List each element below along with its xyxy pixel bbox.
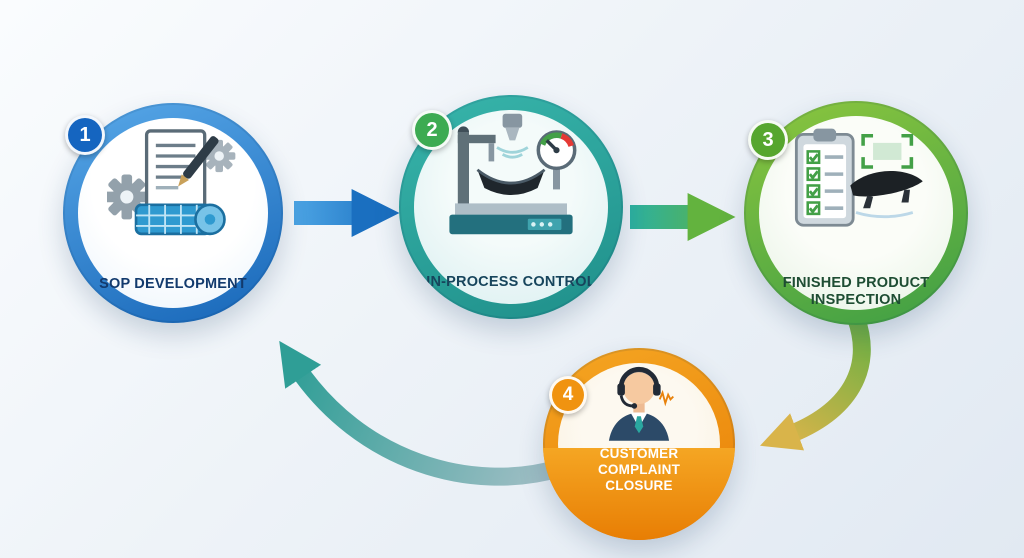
document-pen-gears-blueprint-icon <box>107 129 236 236</box>
pen-icon <box>178 136 219 187</box>
support-agent-headset-icon <box>608 366 674 441</box>
step-number: 3 <box>762 128 774 151</box>
waveform-icon <box>658 389 674 407</box>
step-number: 4 <box>562 384 574 405</box>
step-number-badge: 4 <box>549 376 587 414</box>
step-label: FINISHED PRODUCT INSPECTION <box>782 274 930 308</box>
checklist-spoiler-scan-icon <box>794 128 923 227</box>
spindle-icon <box>496 113 529 159</box>
clipboard-checklist-icon <box>794 128 855 227</box>
support-agent-icon <box>608 366 670 441</box>
step-number: 1 <box>79 123 91 146</box>
step-circle: IN-PROCESS CONTROL <box>399 95 623 319</box>
measurement-machine-gauge-icon <box>449 113 577 235</box>
gauge-icon <box>536 130 577 190</box>
spoiler-wing-icon <box>850 171 923 219</box>
step-node-finished-product-inspection: FINISHED PRODUCT INSPECTION 3 <box>744 101 968 325</box>
step-circle: SOP DEVELOPMENT <box>63 103 283 323</box>
machine-base-icon <box>449 203 573 235</box>
step-number: 2 <box>426 118 438 141</box>
arrow-step4-to-step1 <box>279 340 563 486</box>
step-node-sop-development: SOP DEVELOPMENT 1 <box>63 103 283 323</box>
probe-column-icon <box>457 126 496 205</box>
arrow-step3-to-step4 <box>760 314 871 451</box>
step-label: IN-PROCESS CONTROL <box>426 273 596 290</box>
step-number-badge: 3 <box>748 120 788 160</box>
step-number-badge: 2 <box>412 110 452 150</box>
step-label: SOP DEVELOPMENT <box>99 275 247 292</box>
label-band <box>543 448 735 540</box>
molded-part-icon <box>476 168 546 195</box>
step-number-badge: 1 <box>65 115 105 155</box>
scan-brackets-icon <box>861 134 914 169</box>
step-node-in-process-control: IN-PROCESS CONTROL 2 <box>399 95 623 319</box>
step-label: CUSTOMER COMPLAINT CLOSURE <box>597 446 681 494</box>
blueprint-icon <box>134 203 226 236</box>
step-node-customer-complaint-closure: CUSTOMER COMPLAINT CLOSURE 4 <box>543 348 735 540</box>
gear-icon <box>107 139 236 220</box>
